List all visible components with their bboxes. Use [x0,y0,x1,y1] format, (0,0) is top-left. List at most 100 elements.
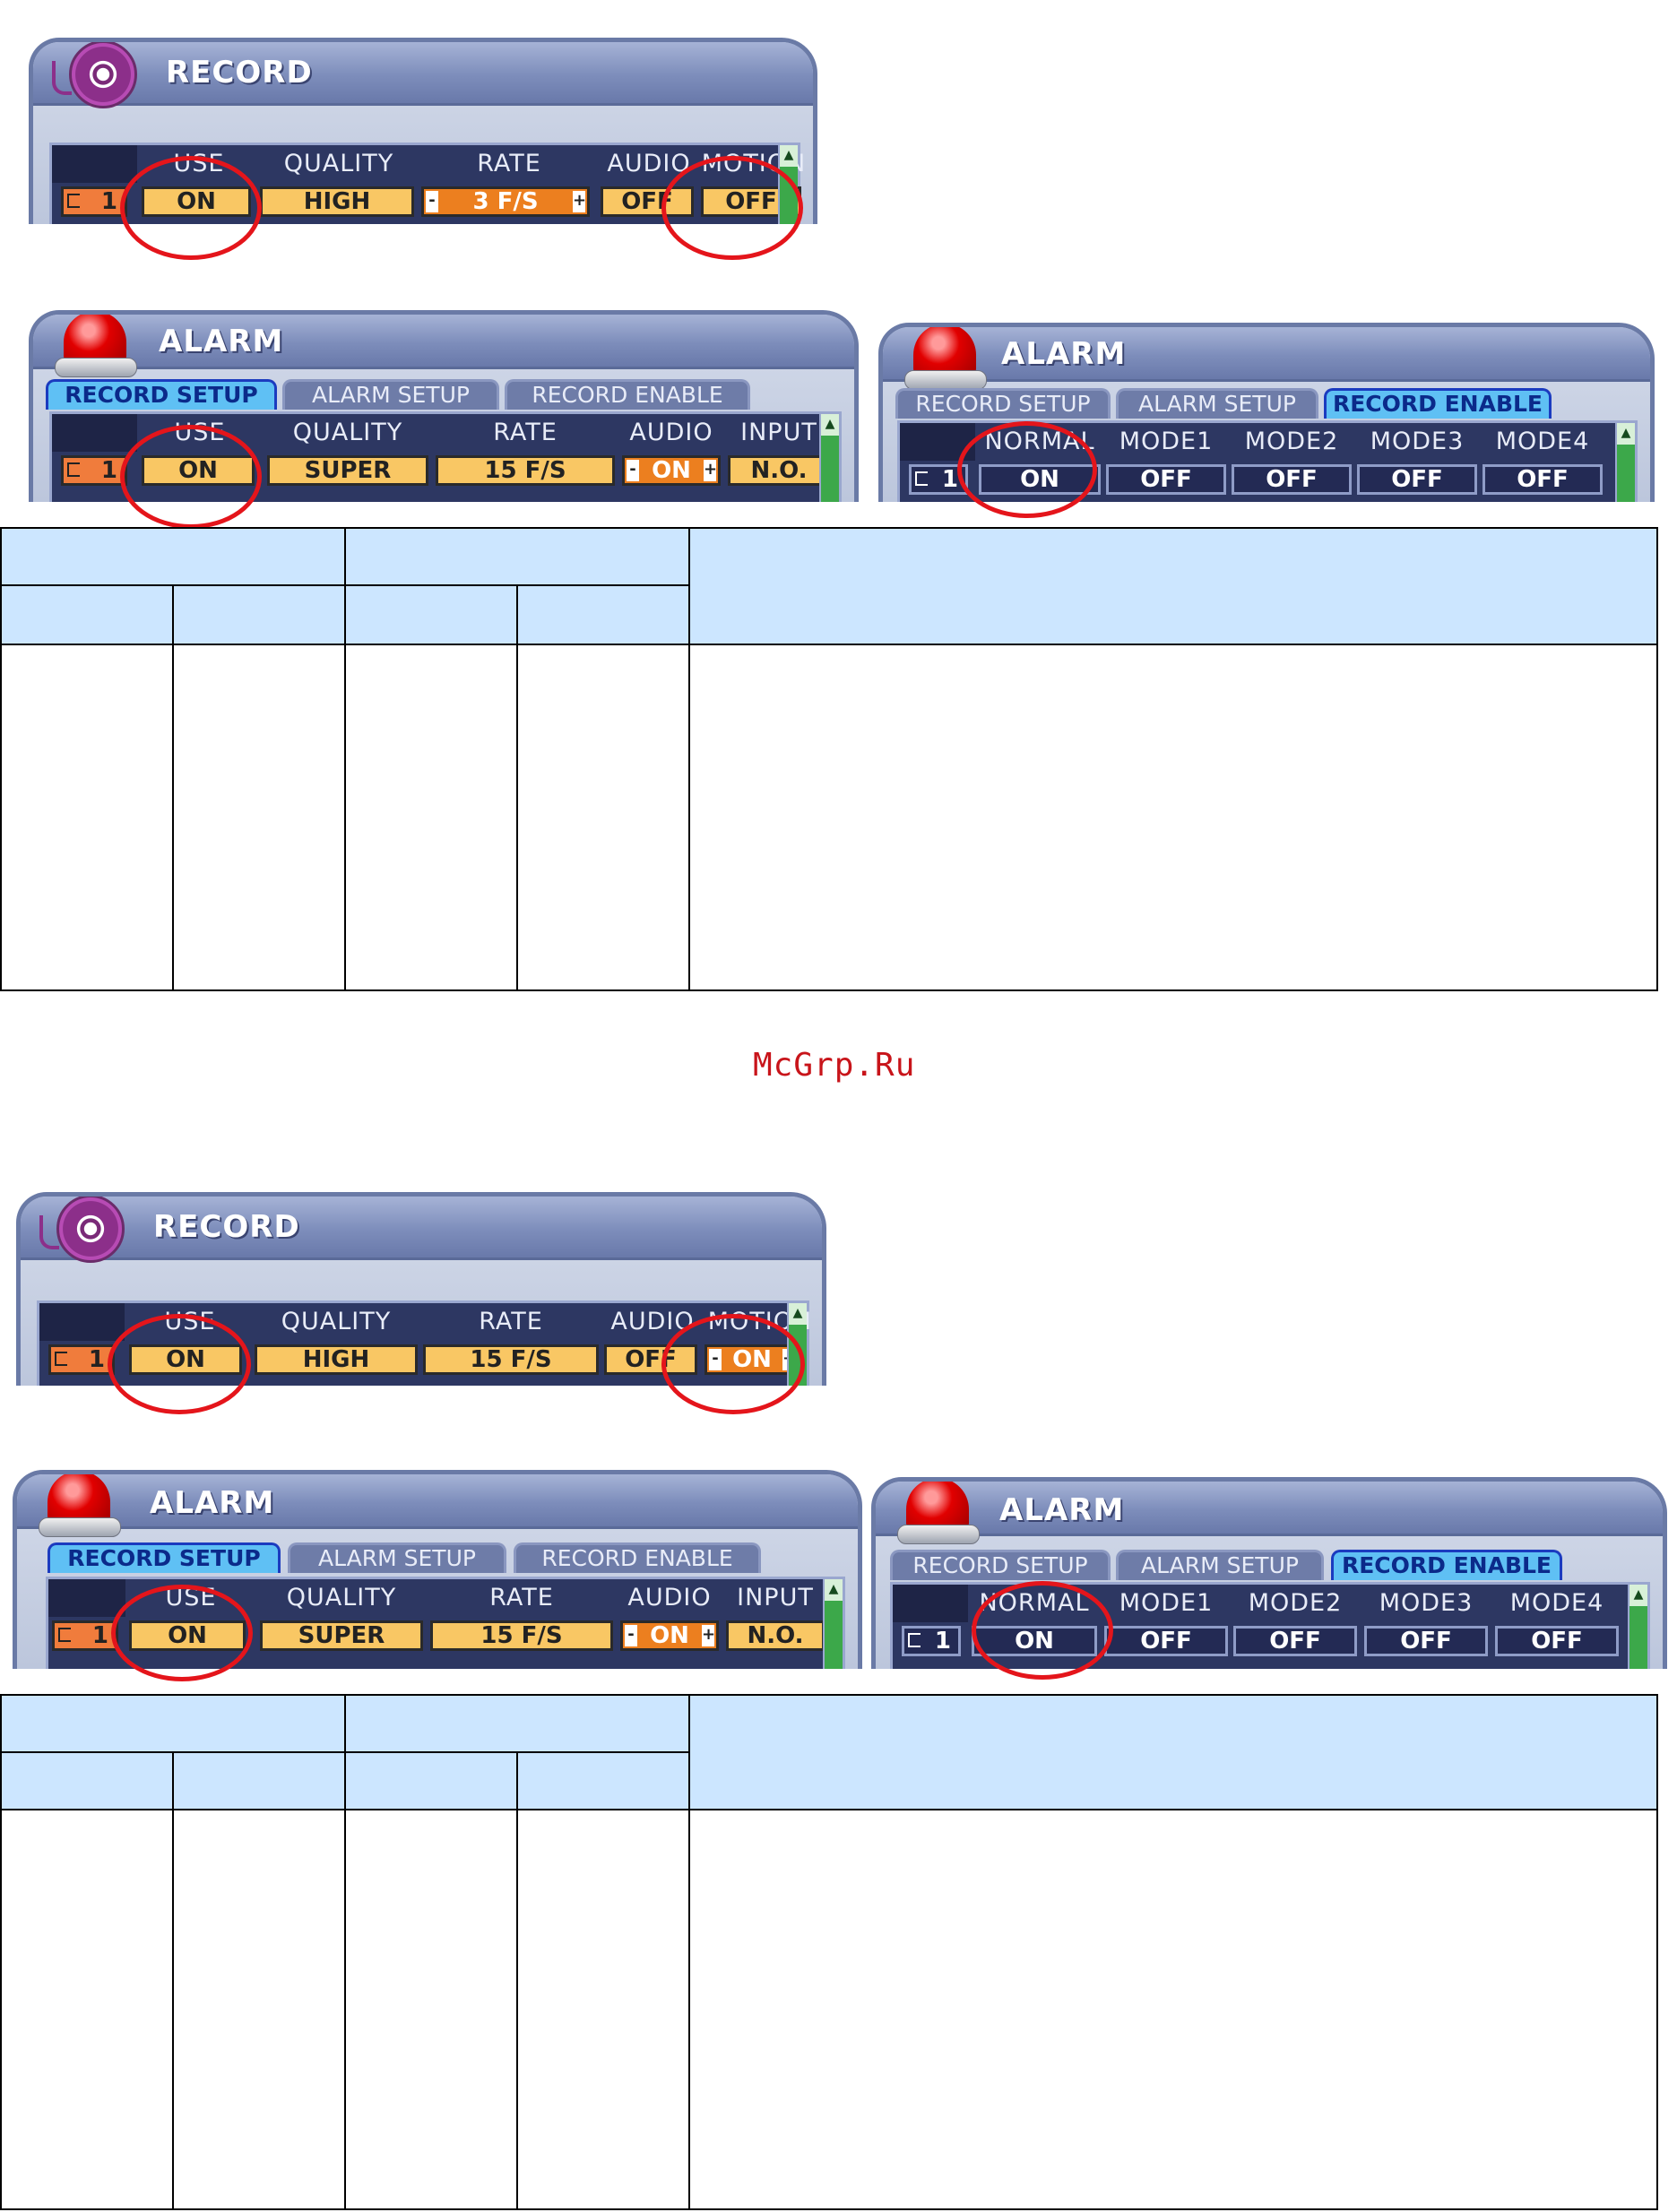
tab-record-enable[interactable]: RECORD ENABLE [505,379,750,410]
highlight-circle-motion [661,156,803,260]
header-mode3: MODE3 [1370,428,1465,455]
input-cell[interactable]: N.O. [728,455,830,486]
camera-icon [67,462,80,477]
table-header-cell [0,584,174,645]
mode2-cell[interactable]: OFF [1232,464,1352,495]
audio-plus-button[interactable]: + [702,1625,715,1646]
scroll-up-arrow-icon[interactable]: ▲ [780,145,798,167]
rate-cell[interactable]: 15 F/S [436,455,615,486]
scrollbar[interactable]: ▲ [823,1579,843,1669]
scrollbar[interactable]: ▲ [1628,1585,1647,1669]
audio-cell[interactable]: - ON + [620,1620,719,1651]
alarm-title-bar: ALARM [876,1482,1663,1544]
table-header-cell [0,1694,346,1753]
record-title-bar: RECORD [33,42,813,108]
tab-alarm-setup[interactable]: ALARM SETUP [288,1542,506,1573]
table-header-cell [0,1751,174,1810]
table-cell [344,644,518,991]
tab-record-setup[interactable]: RECORD SETUP [48,1542,281,1573]
blank-table [0,1694,1658,2210]
tab-record-setup[interactable]: RECORD SETUP [895,388,1111,419]
scroll-up-arrow-icon[interactable]: ▲ [825,1579,843,1601]
table-header-cell [344,1694,690,1753]
table-header-cell [344,527,690,586]
scrollbar[interactable]: ▲ [819,414,839,502]
header-quality: QUALITY [292,419,403,446]
table-cell [344,1809,518,2210]
mode4-cell[interactable]: OFF [1483,464,1603,495]
table-header-cell [344,584,518,645]
camera-icon [915,471,928,486]
tab-record-setup[interactable]: RECORD SETUP [890,1550,1111,1580]
header-mode2: MODE2 [1244,428,1339,455]
mode3-cell[interactable]: OFF [1364,1626,1488,1656]
audio-minus-button[interactable]: - [627,460,639,481]
rate-minus-button[interactable]: - [426,191,438,212]
scrollbar[interactable]: ▲ [1615,423,1635,502]
alarm-panel-record-setup: ALARM RECORD SETUP ALARM SETUP RECORD EN… [29,310,859,502]
quality-cell[interactable]: HIGH [260,186,414,217]
mode2-cell[interactable]: OFF [1233,1626,1357,1656]
alarm-title-bar: ALARM [17,1474,858,1537]
scroll-up-arrow-icon[interactable]: ▲ [789,1303,807,1325]
mode4-cell[interactable]: OFF [1495,1626,1619,1656]
table-cell [0,644,174,991]
rate-plus-button[interactable]: + [573,191,586,212]
table-cell [0,1809,174,2210]
scroll-up-arrow-icon[interactable]: ▲ [1629,1585,1647,1606]
camera-number[interactable]: 1 [61,455,127,486]
highlight-circle-use [120,425,262,529]
tab-alarm-setup[interactable]: ALARM SETUP [1116,388,1318,419]
table-header-cell [516,584,690,645]
highlight-circle-motion [661,1314,805,1414]
camera-number[interactable]: 1 [902,1626,961,1656]
rate-cell[interactable]: 15 F/S [430,1620,613,1651]
audio-plus-button[interactable]: + [704,460,717,481]
quality-cell[interactable]: SUPER [260,1620,423,1651]
alarm-title: ALARM [159,324,284,359]
quality-cell[interactable]: HIGH [255,1344,418,1375]
audio-value: ON [650,1622,689,1649]
header-mode1: MODE1 [1119,1589,1214,1617]
red-siren-icon [904,327,987,390]
input-cell[interactable]: N.O. [726,1620,825,1651]
rate-cell[interactable]: 15 F/S [423,1344,599,1375]
tab-record-enable[interactable]: RECORD ENABLE [1324,388,1552,419]
tab-alarm-setup[interactable]: ALARM SETUP [282,379,499,410]
rate-cell[interactable]: - 3 F/S + [421,186,590,217]
header-mode4: MODE4 [1495,428,1590,455]
tab-record-enable[interactable]: RECORD ENABLE [1331,1550,1562,1580]
camera-number[interactable]: 1 [61,186,127,217]
film-reel-icon [52,42,137,108]
quality-cell[interactable]: SUPER [267,455,428,486]
audio-minus-button[interactable]: - [625,1625,637,1646]
tab-alarm-setup[interactable]: ALARM SETUP [1116,1550,1324,1580]
table-cell [516,644,690,991]
camera-icon [55,1352,67,1366]
table-header-cell [688,1694,1658,1810]
alarm-title: ALARM [1001,336,1127,372]
tab-record-enable[interactable]: RECORD ENABLE [514,1542,761,1573]
highlight-circle-normal [972,1581,1113,1680]
blank-table [0,527,1658,991]
camera-icon [908,1633,921,1647]
camera-number[interactable]: 1 [48,1344,115,1375]
scroll-up-arrow-icon[interactable]: ▲ [1617,423,1635,445]
header-input: INPUT [740,419,817,446]
header-audio: AUDIO [607,150,691,177]
tab-record-setup[interactable]: RECORD SETUP [46,379,277,410]
alarm-title-bar: ALARM [33,315,854,377]
mode1-cell[interactable]: OFF [1104,1626,1228,1656]
scroll-up-arrow-icon[interactable]: ▲ [821,414,839,436]
red-siren-icon [55,315,137,377]
alarm-title-bar: ALARM [883,327,1650,390]
header-mode4: MODE4 [1509,1589,1604,1617]
header-mode1: MODE1 [1119,428,1214,455]
mode1-cell[interactable]: OFF [1106,464,1226,495]
table-cell [172,644,346,991]
audio-cell[interactable]: - ON + [622,455,721,486]
mode3-cell[interactable]: OFF [1357,464,1477,495]
camera-number[interactable]: 1 [52,1620,118,1651]
highlight-circle-use [108,1314,251,1414]
highlight-circle-normal [957,421,1097,518]
